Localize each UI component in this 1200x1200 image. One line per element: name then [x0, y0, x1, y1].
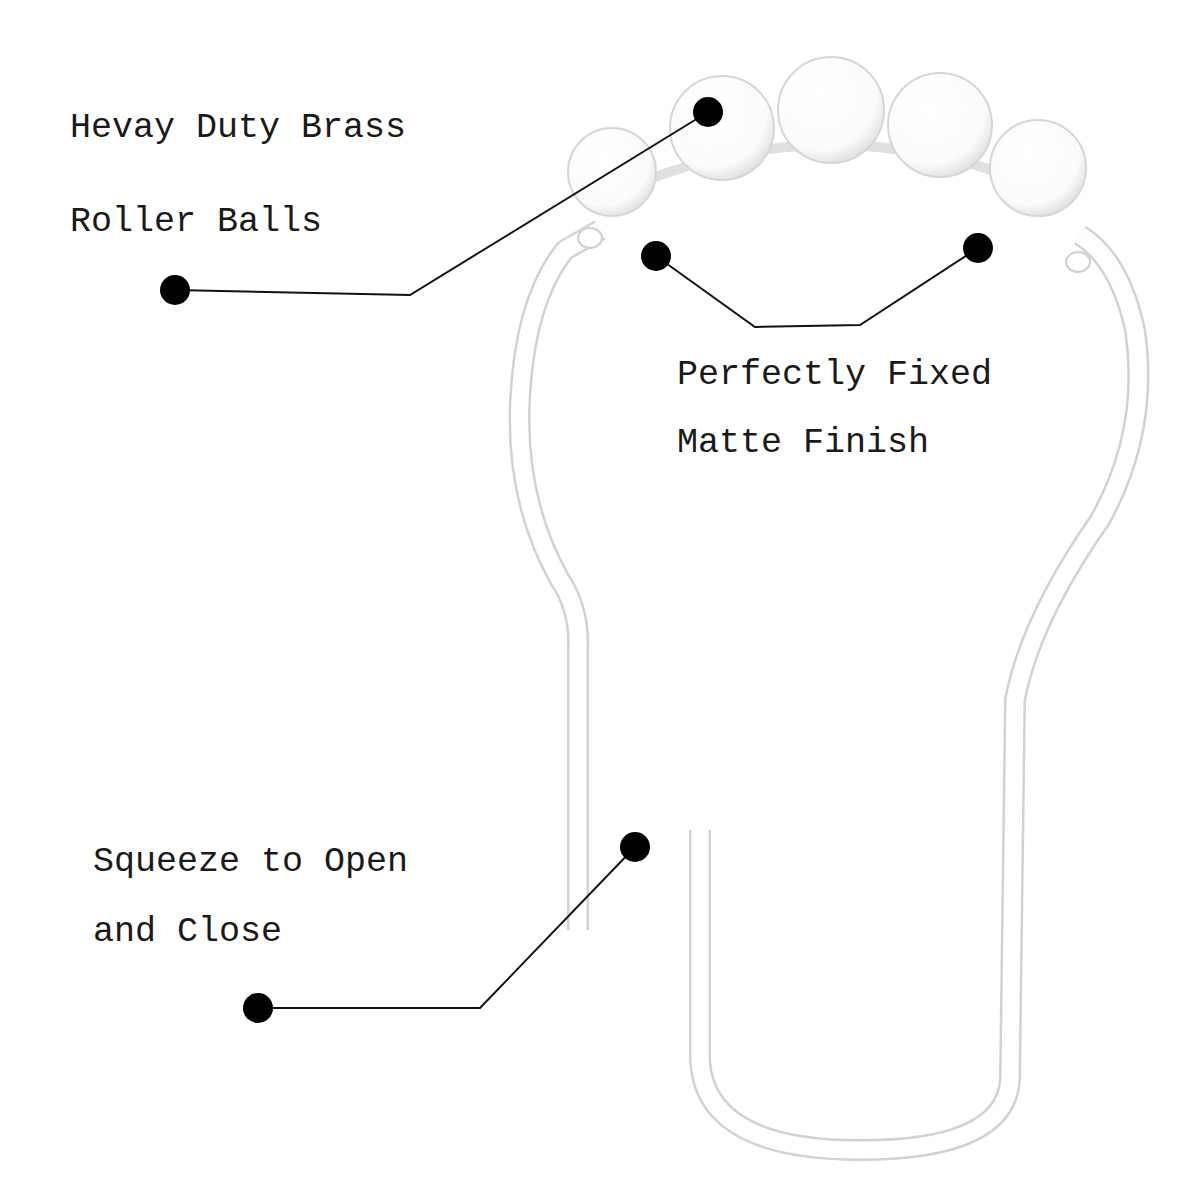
callout-label: Perfectly Fixed Matte Finish	[677, 341, 1017, 477]
callout-label: Hevay Duty Brass Roller Balls	[70, 81, 450, 269]
callout-label: Squeeze to Open and Close	[93, 827, 433, 967]
